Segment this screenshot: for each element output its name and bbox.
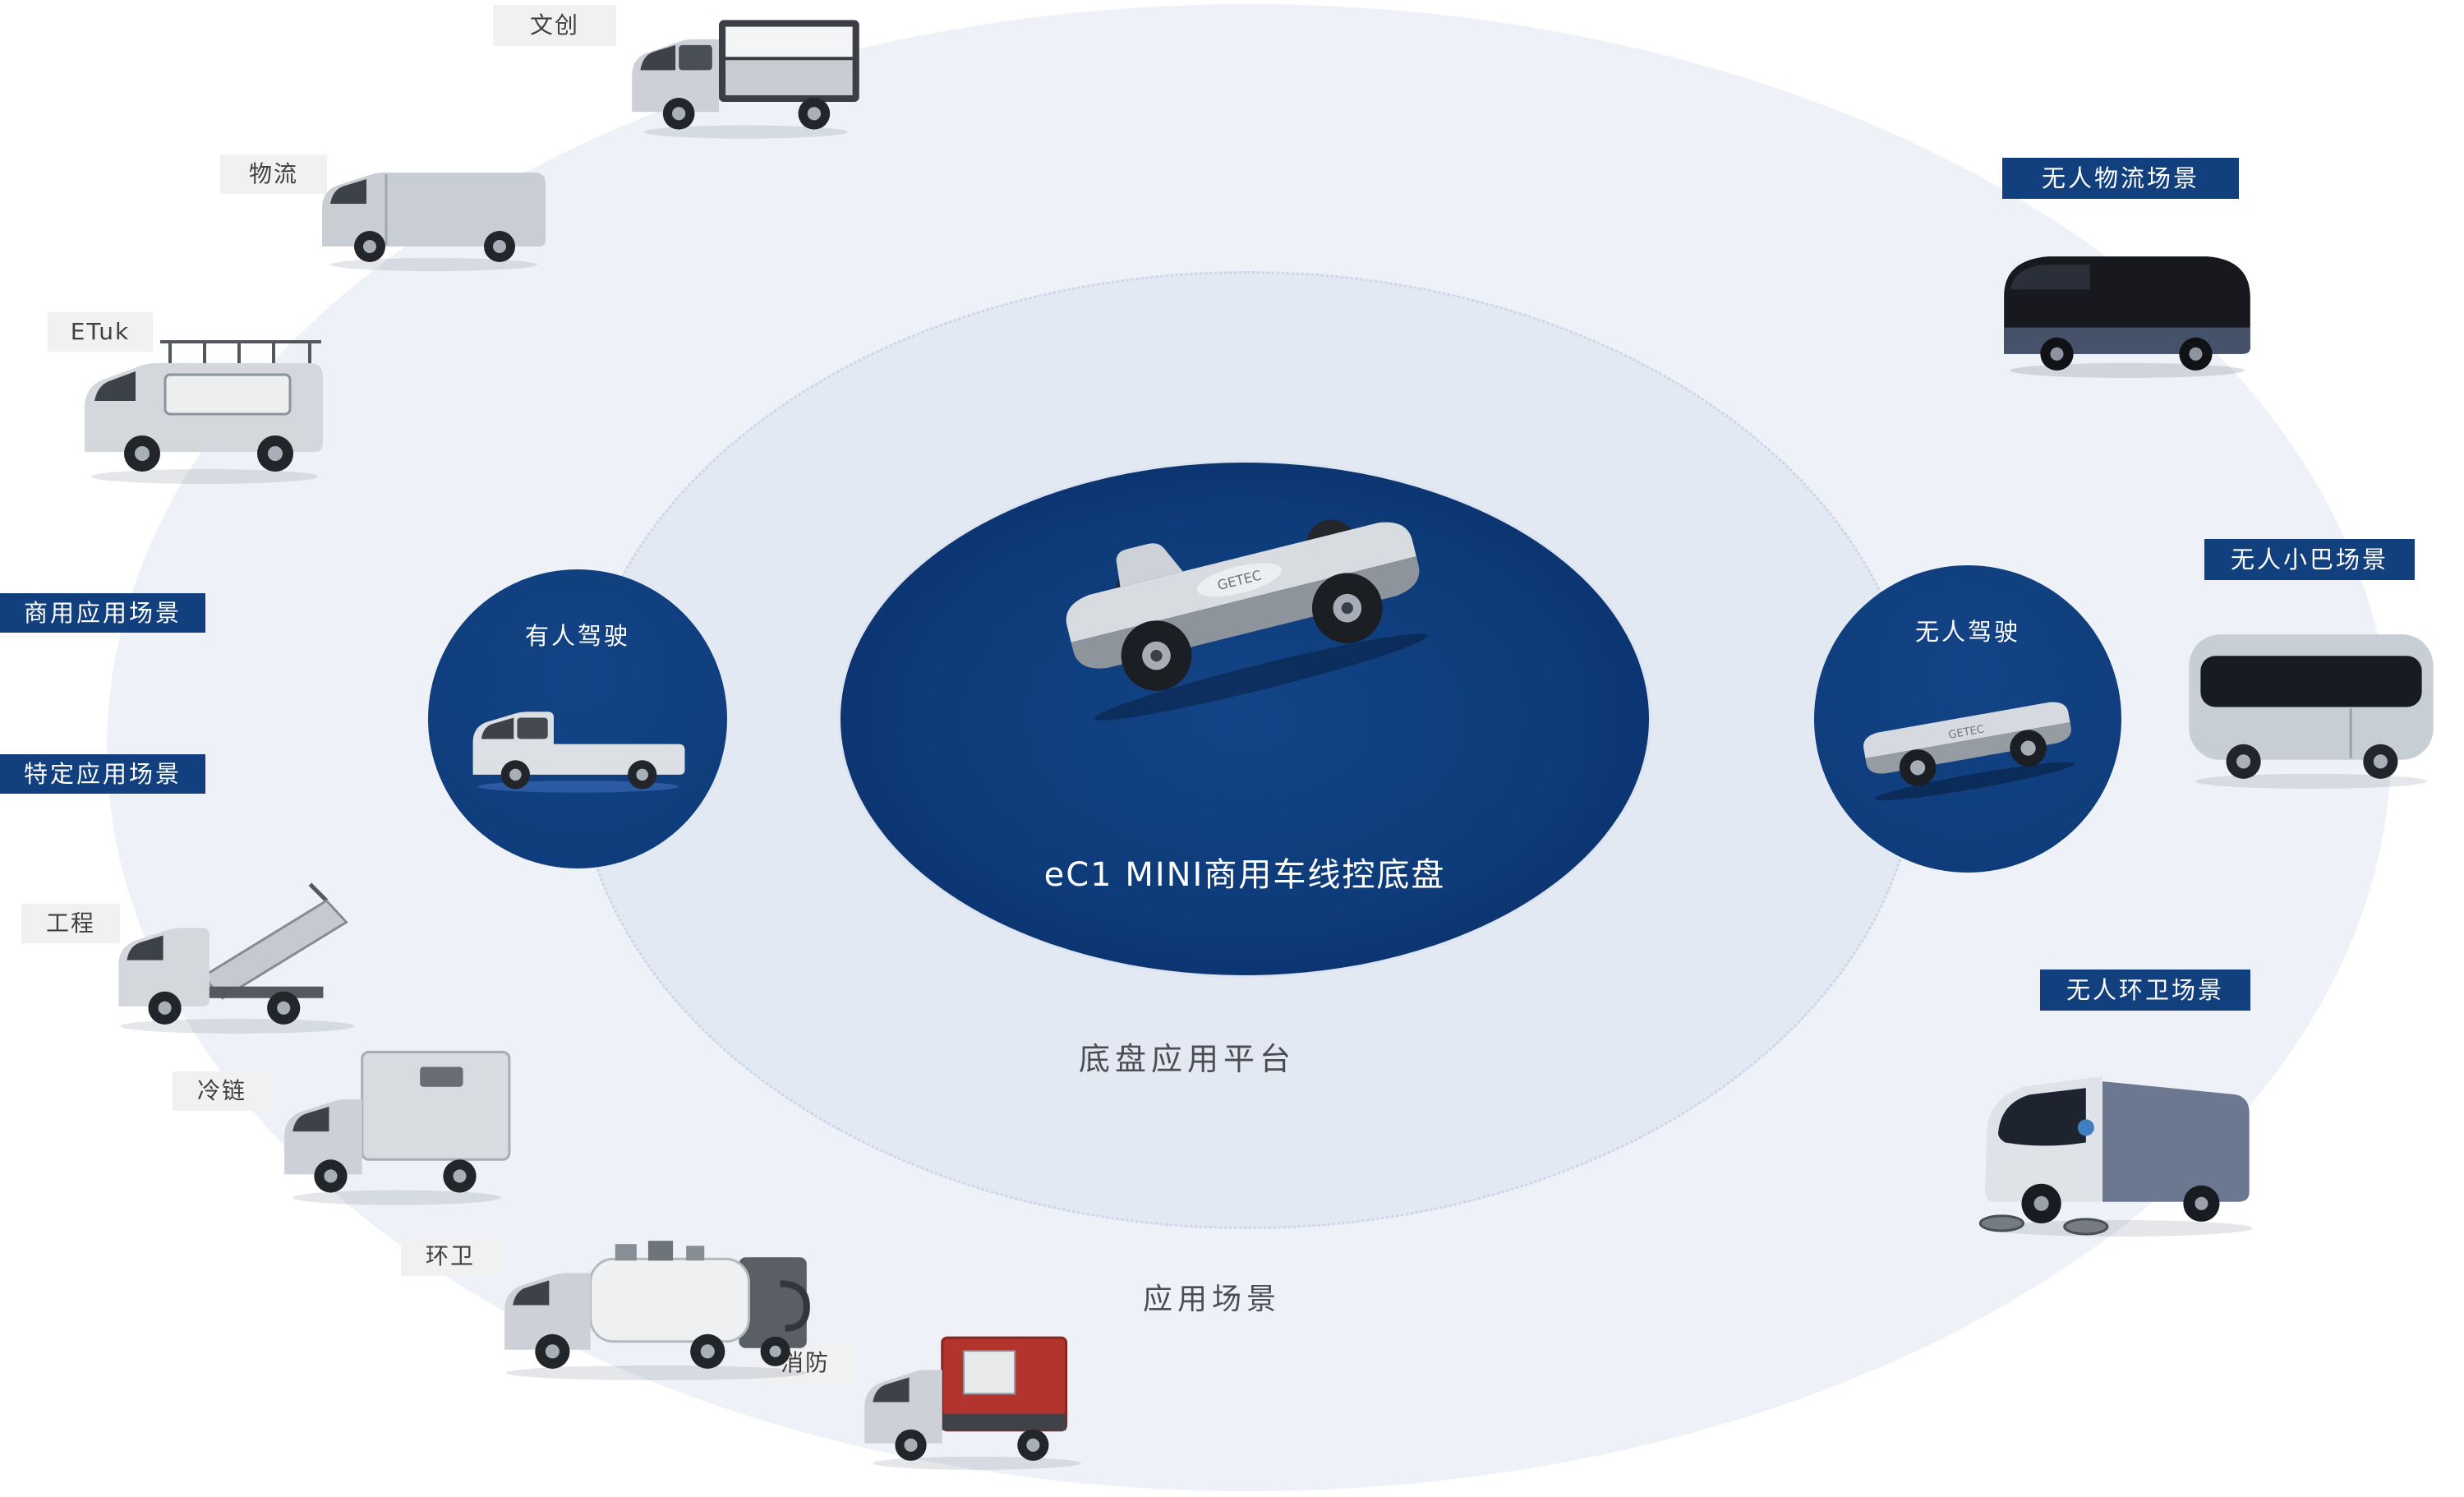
scenario-badge-unmanned-minibus: 无人小巴场景 <box>2204 539 2415 580</box>
unmanned-driving-circle: 无人驾驶 GETEC <box>1814 565 2121 873</box>
engineering-dump-truck-illustration <box>105 853 378 1039</box>
unmanned-minibus-illustration <box>2179 616 2443 794</box>
fire-truck-illustration <box>853 1323 1101 1476</box>
scenario-badge-commercial: 商用应用场景 <box>0 593 205 633</box>
unmanned-sweeper-illustration <box>1962 1052 2276 1241</box>
sanitation-sweeper-truck-illustration <box>491 1208 830 1385</box>
chassis-caption: eC1 MINI商用车线控底盘 <box>1043 856 1446 894</box>
application-badge-etuk: ETuk <box>48 312 153 352</box>
center-chassis-ellipse <box>841 463 1649 975</box>
unmanned-driving-label: 无人驾驶 <box>1914 618 2020 646</box>
manned-pickup-illustration <box>459 686 698 797</box>
application-badge-cultural-creative: 文创 <box>493 5 616 46</box>
scenario-badge-specific: 特定应用场景 <box>0 754 205 794</box>
manned-driving-label: 有人驾驶 <box>524 622 630 650</box>
unmanned-logistics-pod-illustration <box>1991 238 2264 383</box>
cultural-creative-truck-illustration <box>620 5 871 143</box>
application-badge-logistics: 物流 <box>220 154 327 194</box>
unmanned-chassis-illustration: GETEC <box>1839 672 2098 813</box>
chassis-logo-text: GETEC <box>1947 723 1985 741</box>
logistics-van-illustration <box>311 148 557 275</box>
application-badge-sanitation: 环卫 <box>401 1237 500 1276</box>
application-badge-engineering: 工程 <box>21 904 120 943</box>
manned-driving-circle: 有人驾驶 <box>428 569 727 868</box>
scenario-ring-label: 应用场景 <box>1142 1283 1281 1316</box>
center-chassis-illustration: GETEC <box>1023 472 1467 752</box>
etuk-truck-illustration <box>72 319 337 487</box>
cold-chain-box-truck-illustration <box>273 1035 521 1209</box>
platform-ring-label: 底盘应用平台 <box>1078 1041 1296 1077</box>
scenario-badge-unmanned-logistics: 无人物流场景 <box>2002 158 2239 199</box>
scenario-badge-unmanned-sanitation: 无人环卫场景 <box>2040 970 2250 1011</box>
application-badge-cold-chain: 冷链 <box>173 1071 271 1111</box>
